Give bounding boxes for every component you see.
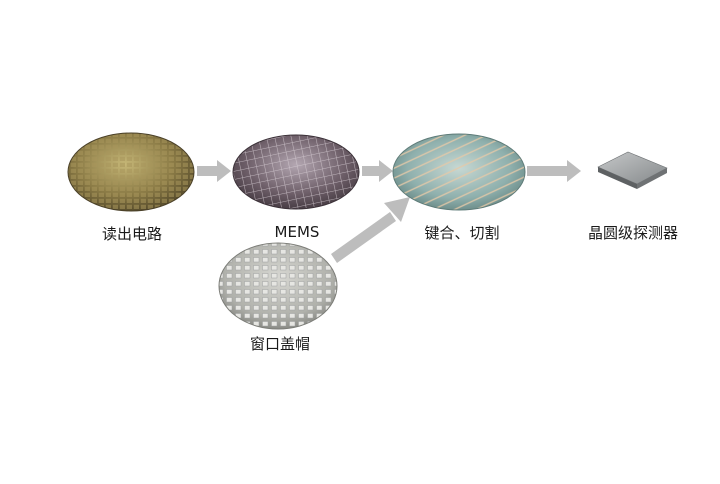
flow-arrow	[331, 197, 410, 263]
label-window-cap: 窗口盖帽	[249, 335, 310, 353]
detector-chip-icon	[597, 151, 668, 189]
label-readout-circuit: 读出电路	[101, 225, 162, 243]
bonded-wafer-icon	[392, 133, 526, 211]
flow-arrow	[527, 160, 581, 182]
label-wafer-level-detector: 晶圆级探测器	[587, 224, 678, 242]
mems-wafer-icon	[232, 134, 360, 210]
flow-arrow	[197, 160, 231, 182]
window-cap-wafer-icon	[218, 242, 338, 330]
flow-arrow	[362, 160, 393, 182]
readout-wafer-icon	[67, 132, 195, 212]
label-mems: MEMS	[274, 223, 320, 241]
label-bond-and-dice: 键合、切割	[424, 224, 500, 242]
